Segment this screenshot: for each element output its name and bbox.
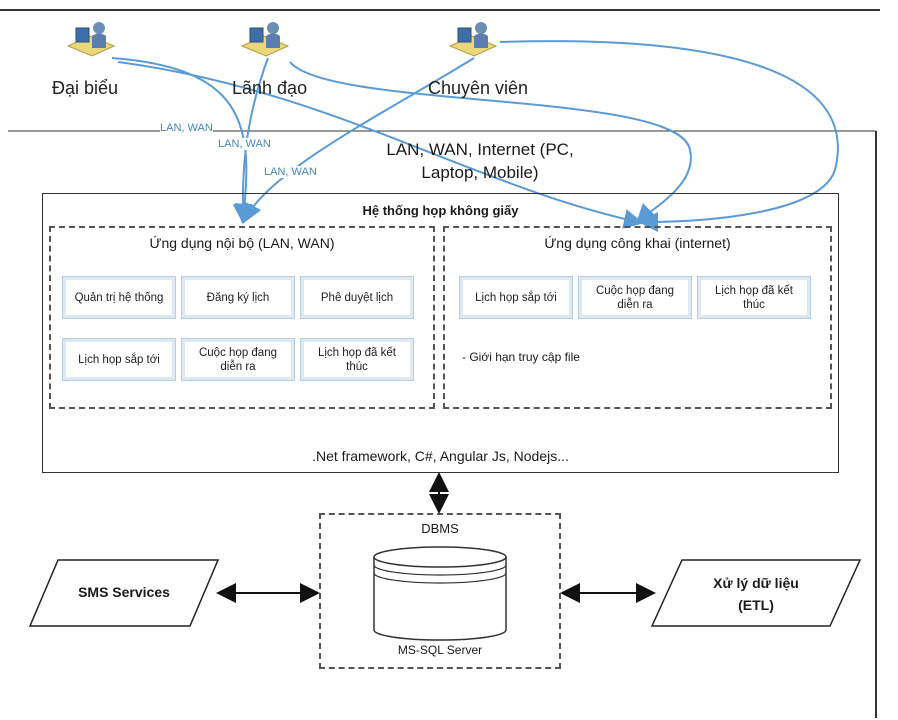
system-title: Hệ thống họp không giấy — [362, 203, 519, 218]
module-phe-duyet-lich: Phê duyệt lịch — [300, 276, 414, 319]
etl-label-line1: Xử lý dữ liệu — [713, 575, 799, 591]
internet-label-line1: LAN, WAN, Internet (PC, — [386, 140, 574, 159]
lan-wan-label-3: LAN, WAN — [264, 166, 317, 178]
dbms-title: DBMS — [421, 521, 459, 536]
connector-daibieu-public — [117, 61, 644, 229]
connector-chuyenvien-public — [499, 40, 839, 232]
connector-chuyenvien-internal — [243, 57, 475, 224]
sms-label: SMS Services — [78, 584, 170, 600]
connector-daibieu-internal — [111, 57, 255, 224]
lan-wan-label-1: LAN, WAN — [160, 122, 213, 134]
tech-stack: .Net framework, C#, Angular Js, Nodejs..… — [312, 448, 569, 464]
user-icon-daibieu — [66, 22, 116, 57]
database-icon — [373, 546, 507, 641]
user-icon-chuyenvien — [448, 22, 498, 57]
user-label-daibieu: Đại biểu — [52, 78, 119, 98]
internet-label: LAN, WAN, Internet (PC, Laptop, Mobile) — [360, 138, 600, 184]
module-public-lich-hop-sap-toi: Lịch họp sắp tới — [459, 276, 573, 319]
module-internal-cuoc-hop-dang-dien-ra: Cuộc họp đang diễn ra — [181, 338, 295, 381]
etl-shape — [650, 559, 862, 627]
dbms-server-label: MS-SQL Server — [397, 643, 483, 657]
connector-lanhdao-public — [289, 61, 692, 225]
etl-label: Xử lý dữ liệu (ETL) — [666, 572, 846, 616]
internal-app-box — [49, 226, 435, 409]
internal-app-title: Ứng dụng nội bộ (LAN, WAN) — [149, 235, 335, 251]
public-app-title: Ứng dụng công khai (internet) — [544, 235, 731, 251]
user-label-chuyenvien: Chuyên viên — [428, 78, 529, 98]
user-icon-lanhdao — [240, 22, 290, 57]
internet-label-line2: Laptop, Mobile) — [421, 163, 539, 182]
module-public-lich-hop-da-ket-thuc: Lịch họp đã kết thúc — [697, 276, 811, 319]
module-dang-ky-lich: Đăng ký lịch — [181, 276, 295, 319]
module-internal-lich-hop-sap-toi: Lịch họp sắp tới — [62, 338, 176, 381]
etl-label-line2: (ETL) — [738, 597, 774, 613]
public-app-note: - Giới hạn truy cập file — [462, 350, 580, 364]
module-internal-lich-hop-da-ket-thuc: Lịch họp đã kết thúc — [300, 338, 414, 381]
module-quan-tri-he-thong: Quản trị hệ thống — [62, 276, 176, 319]
sms-shape — [28, 559, 220, 627]
module-public-cuoc-hop-dang-dien-ra: Cuộc họp đang diễn ra — [578, 276, 692, 319]
lan-wan-label-2: LAN, WAN — [218, 138, 271, 150]
user-label-lanhdao: Lãnh đạo — [232, 78, 308, 98]
public-app-box — [443, 226, 832, 409]
